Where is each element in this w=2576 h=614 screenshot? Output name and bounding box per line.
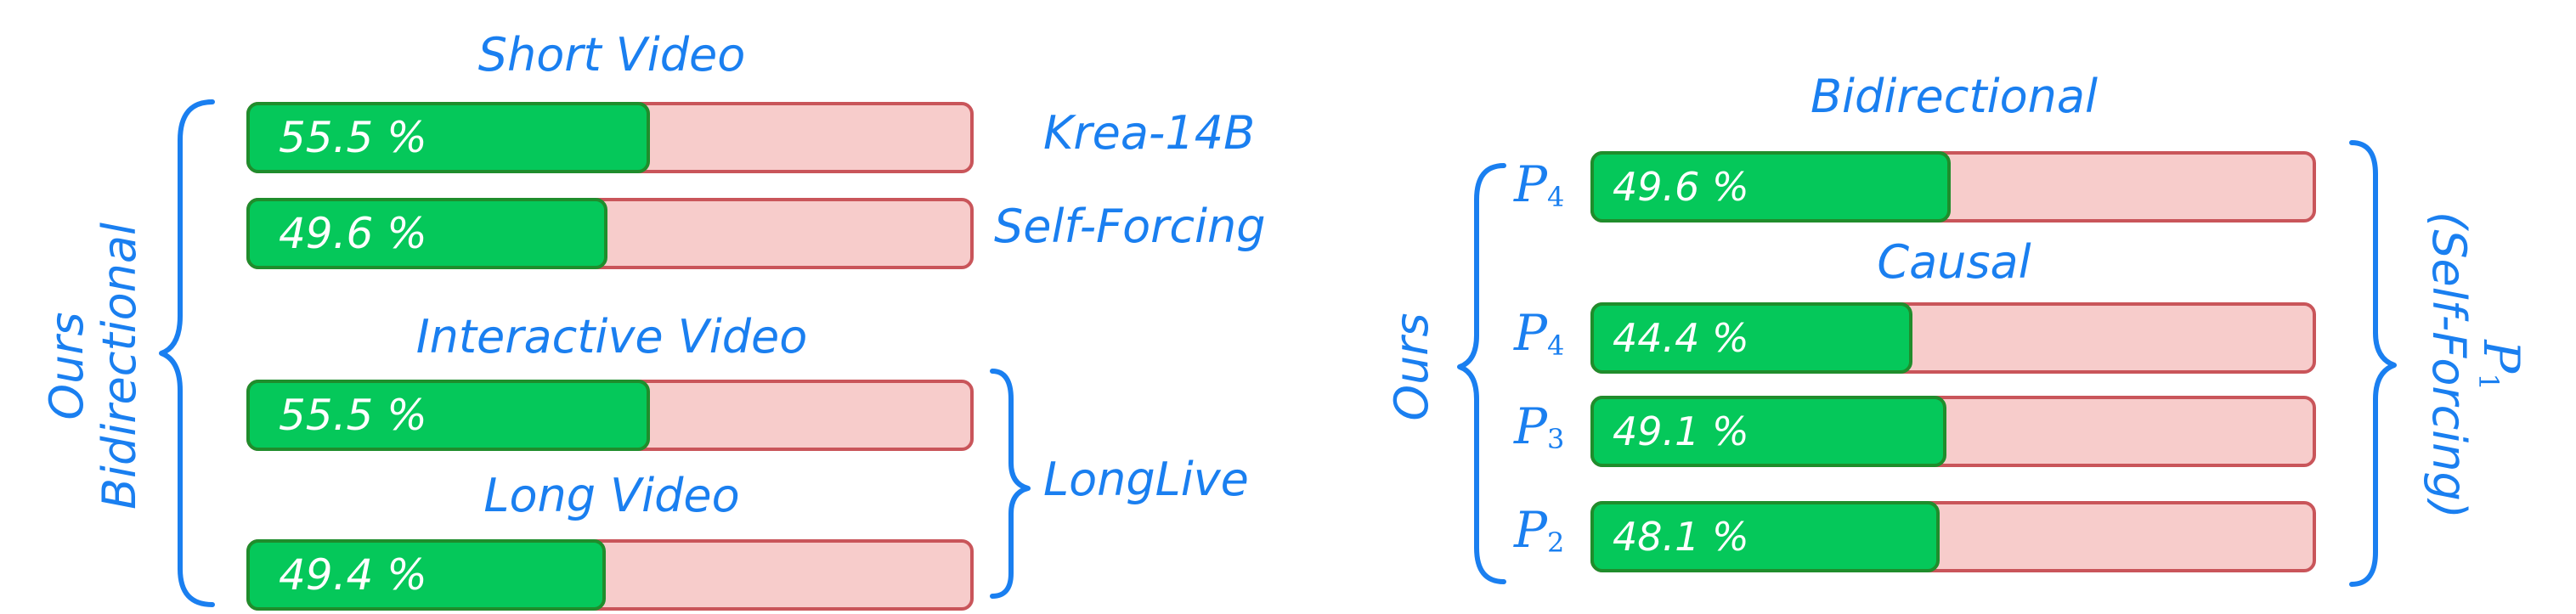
- p-subscript: 4: [1547, 181, 1565, 213]
- brace-left-ours: [159, 99, 215, 607]
- bar-track: 49.1 %: [1590, 396, 2316, 467]
- section-label-causal: Causal: [1877, 235, 2031, 289]
- bar-fill: [246, 539, 606, 611]
- policy-label-p4: P4: [1514, 308, 1564, 359]
- bar-value-label: 49.6 %: [279, 209, 427, 258]
- bar-track: 49.6 %: [1590, 151, 2316, 223]
- left-group-label: Ours Bidirectional: [39, 223, 146, 510]
- p-subscript: 4: [1547, 330, 1565, 362]
- policy-label-p2: P2: [1514, 505, 1564, 556]
- section-label-bidirectional: Bidirectional: [1811, 70, 2098, 123]
- bar-value-label: 55.5 %: [279, 391, 427, 440]
- right-opponent-self-forcing: (Self-Forcing): [2422, 211, 2477, 519]
- bar-fill: [1590, 302, 1913, 374]
- bar-value-label: 49.4 %: [279, 550, 427, 600]
- right-opponent-label: P1 (Self-Forcing): [2422, 211, 2530, 519]
- bar-track: 49.6 %: [246, 198, 974, 269]
- bar-value-label: 49.6 %: [1613, 164, 1749, 210]
- bar-track: 48.1 %: [1590, 501, 2316, 572]
- bar-fill: [246, 380, 651, 451]
- p1-symbol: P1: [2472, 211, 2530, 519]
- p-letter: P: [1514, 397, 1548, 455]
- section-label-short-video: Short Video: [477, 28, 746, 82]
- p-subscript: 3: [1547, 423, 1565, 455]
- brace-right-longlive: [990, 369, 1031, 599]
- bar-track: 55.5 %: [246, 380, 974, 451]
- p-letter: P: [1514, 155, 1548, 213]
- bar-track: 49.4 %: [246, 539, 974, 611]
- bar-fill: [1590, 501, 1940, 572]
- p-letter: P: [2472, 340, 2531, 374]
- policy-label-p3: P3: [1514, 402, 1564, 453]
- left-group-label-bidirectional: Bidirectional: [93, 223, 146, 510]
- bar-fill: [1590, 396, 1947, 467]
- opponent-label-krea: Krea-14B: [1043, 106, 1256, 160]
- bar-fill: [1590, 151, 1951, 223]
- opponent-label-self-forcing: Self-Forcing: [994, 200, 1266, 253]
- bar-value-label: 44.4 %: [1613, 315, 1749, 361]
- bar-fill: [246, 102, 651, 173]
- opponent-label-longlive: LongLive: [1043, 453, 1249, 506]
- brace-left-ours-right: [1457, 163, 1506, 584]
- bar-value-label: 55.5 %: [279, 113, 427, 162]
- section-label-long-video: Long Video: [483, 469, 740, 522]
- bar-track: 44.4 %: [1590, 302, 2316, 374]
- right-group-label-ours: Ours: [1384, 313, 1438, 421]
- bar-fill: [246, 198, 607, 269]
- policy-label-p4: P4: [1514, 160, 1564, 211]
- bar-track: 55.5 %: [246, 102, 974, 173]
- brace-right-p1: [2349, 140, 2397, 587]
- left-group-label-ours: Ours: [39, 312, 93, 420]
- p-letter: P: [1514, 304, 1548, 362]
- bar-value-label: 49.1 %: [1613, 408, 1749, 454]
- p-subscript: 2: [1547, 527, 1565, 559]
- bar-value-label: 48.1 %: [1613, 514, 1749, 560]
- p-letter: P: [1514, 501, 1548, 559]
- p-subscript: 1: [2472, 373, 2505, 391]
- section-label-interactive-video: Interactive Video: [415, 310, 808, 363]
